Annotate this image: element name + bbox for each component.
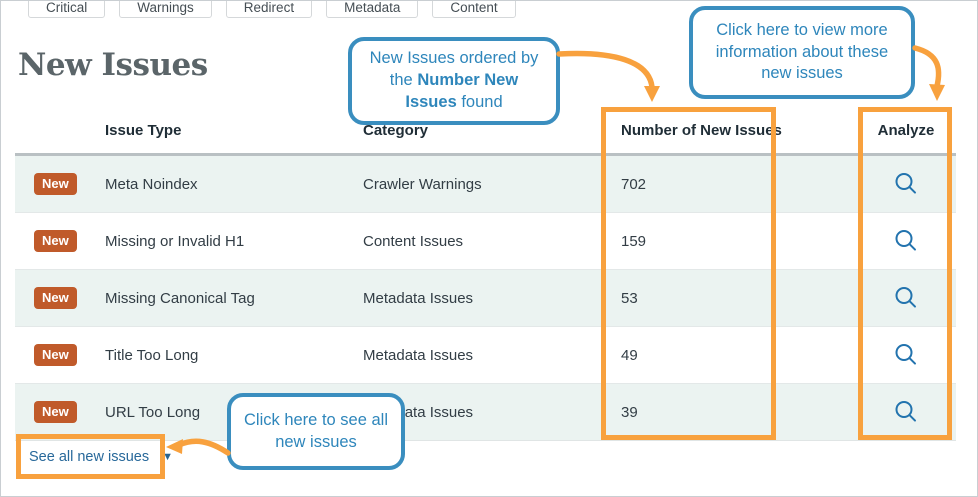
header-category: Category <box>363 121 429 139</box>
count-cell: 702 <box>621 175 647 193</box>
callout-analyze-info: Click here to view more information abou… <box>689 6 915 99</box>
new-badge: New <box>34 230 77 252</box>
table-row: New Meta Noindex Crawler Warnings 702 <box>15 156 956 212</box>
analyze-button[interactable] <box>893 228 919 254</box>
header-number-of-new-issues: Number of New Issues <box>621 121 782 139</box>
count-cell: 49 <box>621 346 638 364</box>
arrow-to-analyze-column <box>912 45 942 89</box>
table-header-row: Issue Type Category Number of New Issues… <box>15 107 956 153</box>
tab-content[interactable]: Content <box>432 1 516 18</box>
count-cell: 39 <box>621 403 638 421</box>
new-badge: New <box>34 401 77 423</box>
tab-redirect[interactable]: Redirect <box>225 1 313 18</box>
see-all-new-issues-link[interactable]: See all new issues ▼ <box>29 449 173 465</box>
analyze-button[interactable] <box>893 342 919 368</box>
magnifying-glass-icon <box>895 344 916 365</box>
tab-metadata[interactable]: Metadata <box>326 1 419 18</box>
category-cell: Crawler Warnings <box>363 175 482 193</box>
tab-bar: Critical Warnings Redirect Metadata Cont… <box>28 1 516 18</box>
chevron-down-icon: ▼ <box>162 451 173 463</box>
callout-ordered-by: New Issues ordered by the Number New Iss… <box>348 37 560 125</box>
new-badge: New <box>34 173 77 195</box>
category-cell: Metadata Issues <box>363 346 474 364</box>
analyze-button[interactable] <box>893 285 919 311</box>
magnifying-glass-icon <box>895 401 916 422</box>
callout-text: Click here to view more information abou… <box>715 20 889 83</box>
issue-type-cell: Meta Noindex <box>105 175 198 193</box>
table-row: New Title Too Long Metadata Issues 49 <box>15 326 956 383</box>
header-issue-type: Issue Type <box>105 121 182 139</box>
issue-type-cell: URL Too Long <box>105 403 201 421</box>
analyze-button[interactable] <box>893 399 919 425</box>
header-analyze: Analyze <box>877 121 935 139</box>
magnifying-glass-icon <box>895 173 916 194</box>
count-cell: 159 <box>621 232 647 250</box>
issue-type-cell: Missing or Invalid H1 <box>105 232 245 250</box>
count-cell: 53 <box>621 289 638 307</box>
arrowhead-number <box>644 86 660 102</box>
callout-text: New Issues ordered by the <box>369 49 539 90</box>
callout-text: found <box>456 92 503 111</box>
table-row: New Missing Canonical Tag Metadata Issue… <box>15 269 956 326</box>
magnifying-glass-icon <box>895 230 916 251</box>
magnifying-glass-icon <box>895 287 916 308</box>
new-badge: New <box>34 287 77 309</box>
tab-critical[interactable]: Critical <box>28 1 106 18</box>
new-issues-table: Issue Type Category Number of New Issues… <box>15 107 956 441</box>
callout-text-bold: Number New Issues <box>405 71 519 111</box>
table-row: New URL Too Long Metadata Issues 39 <box>15 383 956 440</box>
new-badge: New <box>34 344 77 366</box>
analyze-button[interactable] <box>893 171 919 197</box>
tab-warnings[interactable]: Warnings <box>119 1 212 18</box>
callout-text: Click here to see all new issues <box>244 410 388 451</box>
callout-see-all: Click here to see all new issues <box>227 393 405 470</box>
category-cell: Content Issues <box>363 232 464 250</box>
category-cell: Metadata Issues <box>363 289 474 307</box>
table-body: New Meta Noindex Crawler Warnings 702 Ne… <box>15 153 956 441</box>
page-title: New Issues <box>18 47 208 83</box>
table-row: New Missing or Invalid H1 Content Issues… <box>15 212 956 269</box>
issue-type-cell: Title Too Long <box>105 346 199 364</box>
issue-type-cell: Missing Canonical Tag <box>105 289 255 307</box>
see-all-label: See all new issues <box>29 449 150 465</box>
arrow-to-see-all <box>176 438 231 456</box>
arrowhead-analyze <box>929 84 945 101</box>
arrow-to-number-column <box>556 50 655 90</box>
